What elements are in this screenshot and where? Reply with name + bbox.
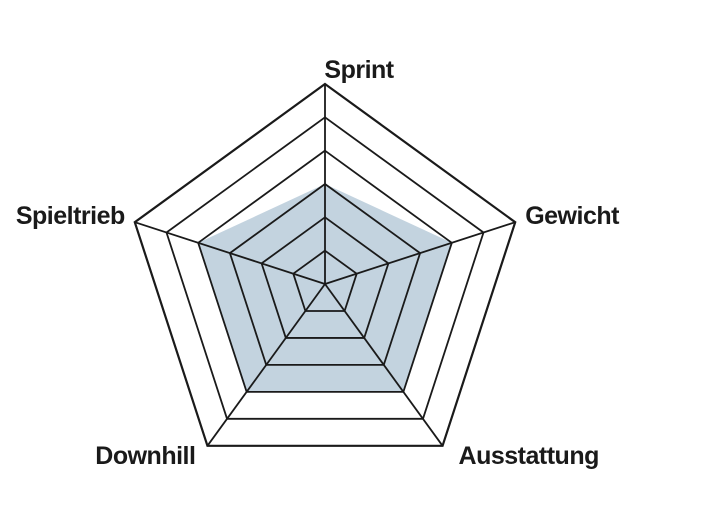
axis-label-sprint: Sprint — [324, 56, 394, 84]
axis-label-downhill: Downhill — [95, 442, 195, 470]
radar-ring-4 — [197, 149, 453, 393]
axis-label-gewicht: Gewicht — [525, 202, 620, 230]
axis-label-ausstattung: Ausstattung — [459, 442, 599, 470]
radar-ring-2 — [260, 216, 390, 339]
axis-label-spieltrieb: Spieltrieb — [16, 202, 125, 230]
axis-labels: Sprint Gewicht Ausstattung Downhill Spie… — [16, 56, 621, 470]
radar-spoke-2 — [324, 283, 444, 447]
radar-spoke-4 — [134, 221, 326, 285]
radar-spoke-3 — [206, 283, 326, 447]
radar-ring-6 — [133, 82, 517, 447]
radar-spoke-1 — [324, 221, 516, 285]
radar-ring-1 — [292, 249, 358, 312]
radar-grid-lines — [133, 82, 517, 447]
radar-series-area — [198, 184, 452, 392]
radar-ring-5 — [165, 116, 485, 420]
radar-data-area — [198, 184, 452, 392]
radar-ring-3 — [228, 182, 422, 366]
